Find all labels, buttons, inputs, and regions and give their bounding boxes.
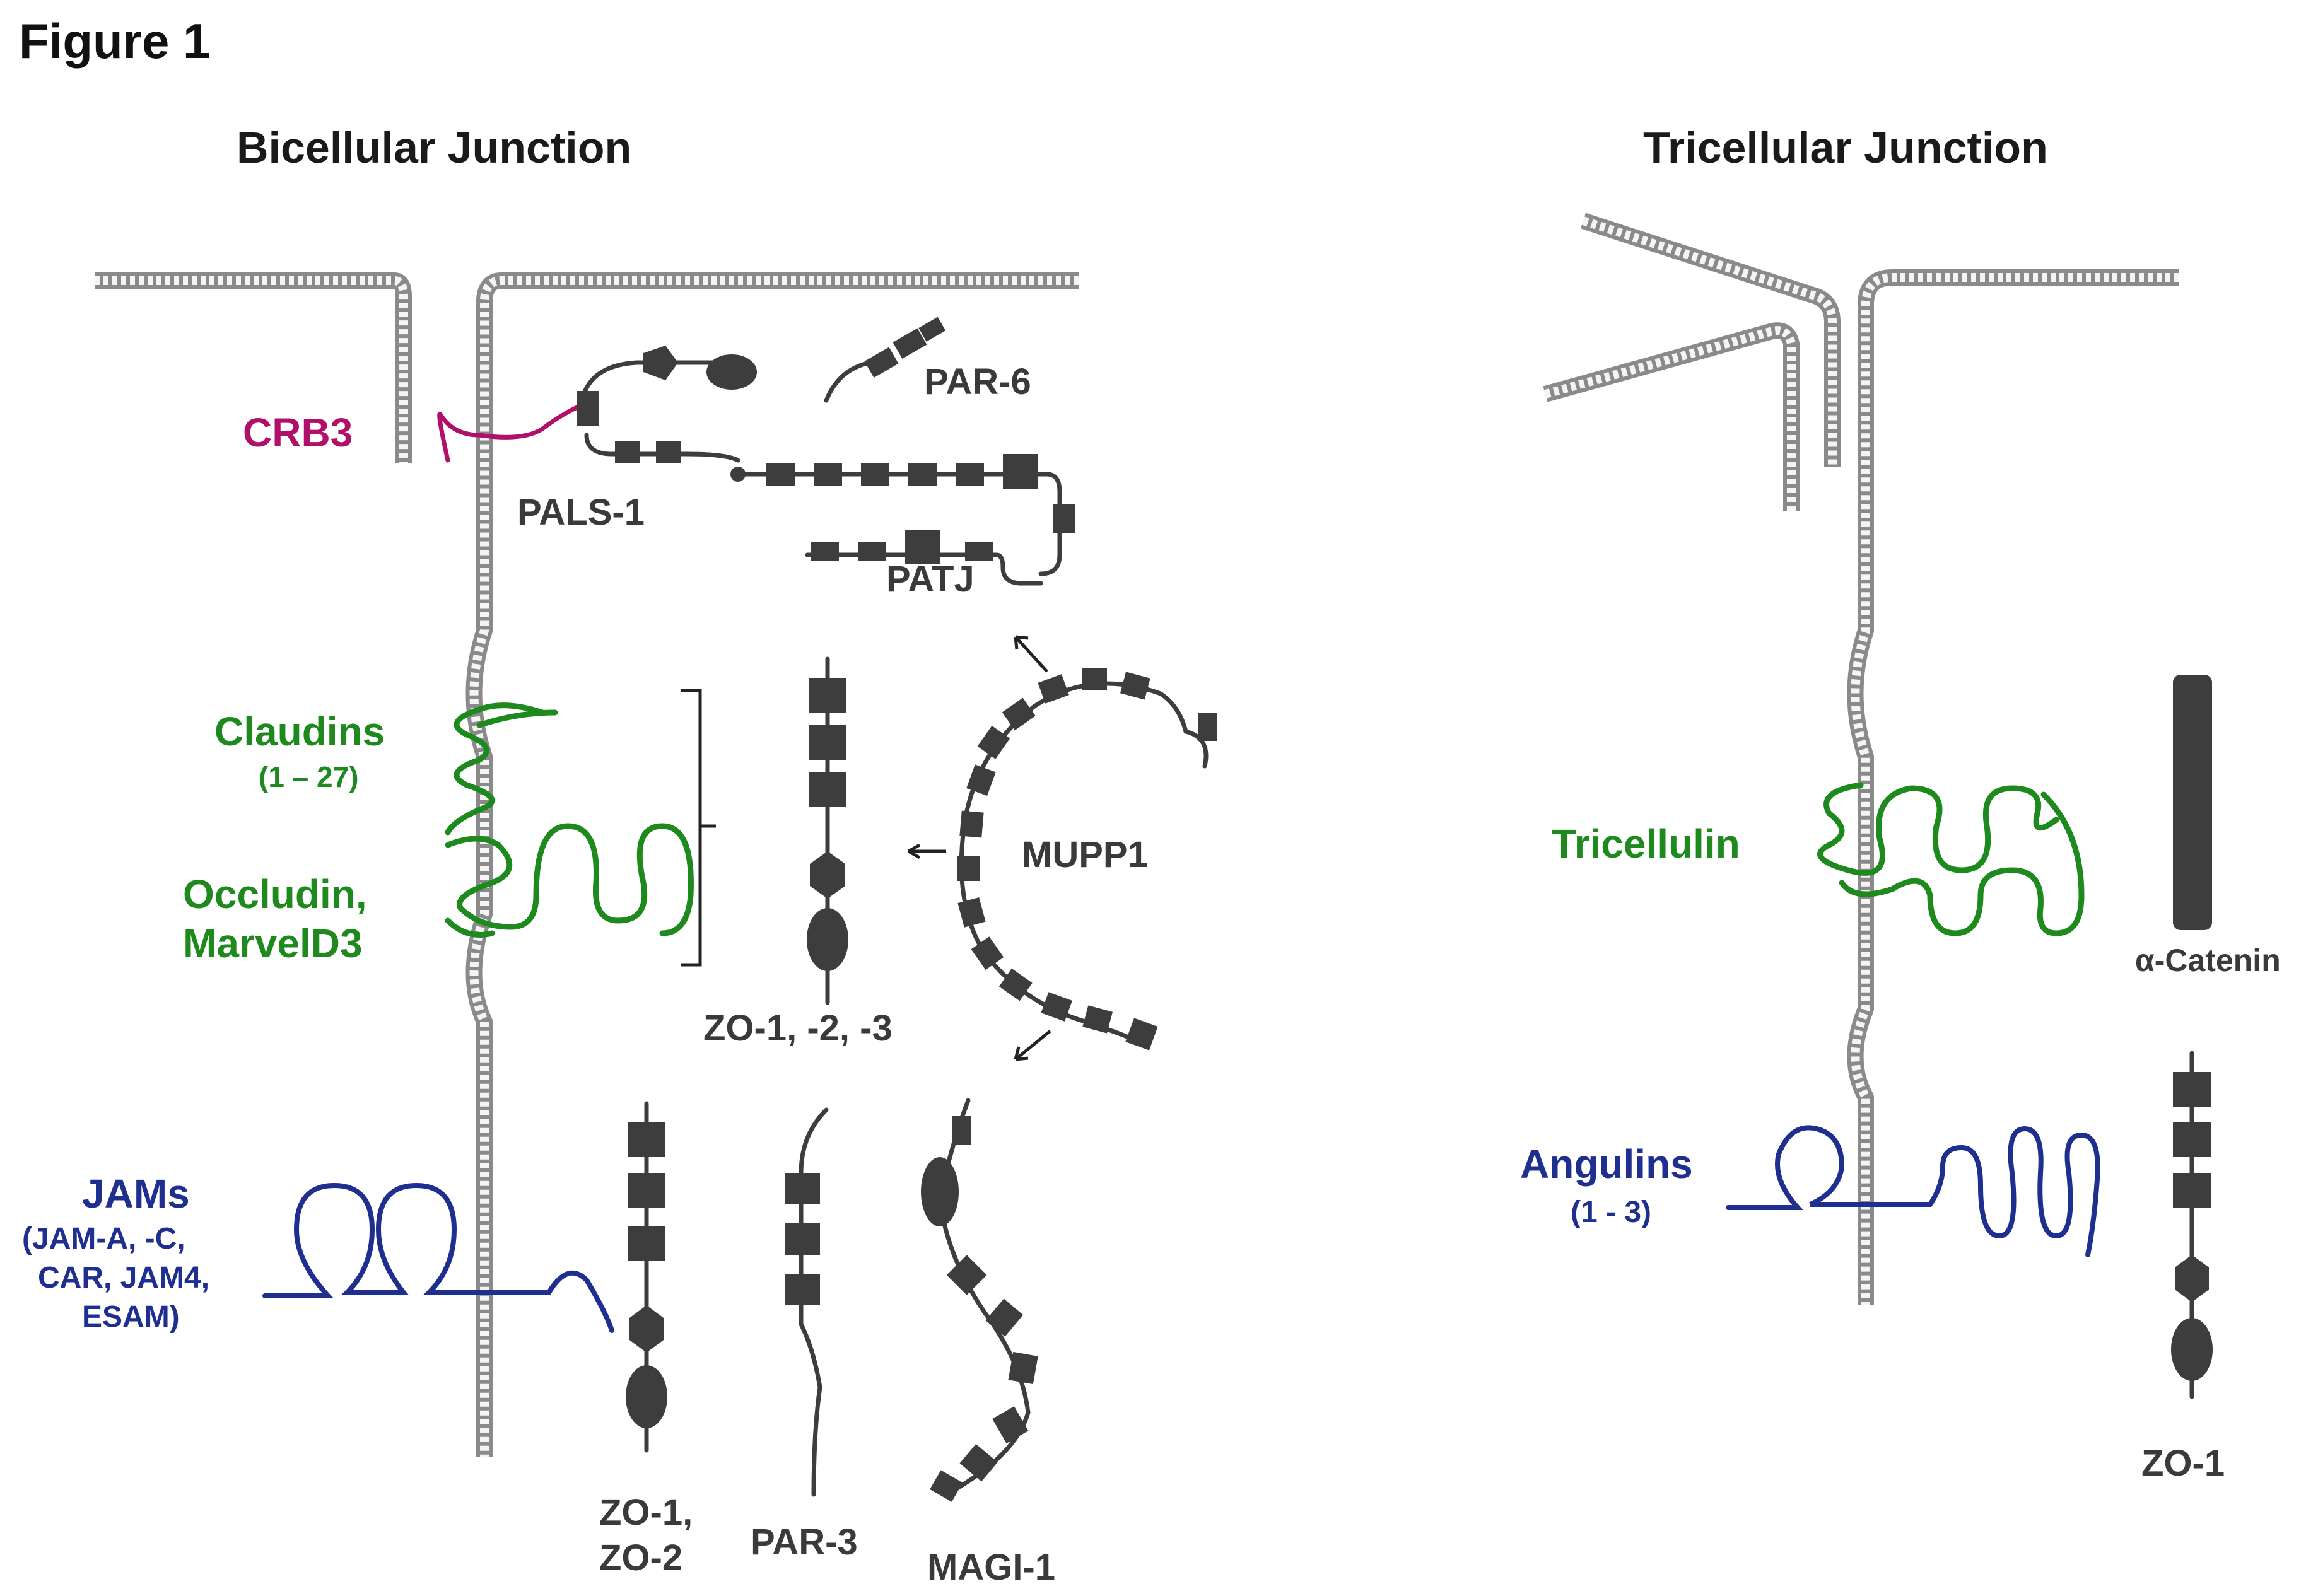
tricellular-title: Tricellular Junction bbox=[1643, 123, 2048, 172]
magi1-label: MAGI-1 bbox=[927, 1547, 1055, 1588]
magi1-protein bbox=[921, 1098, 1038, 1502]
bracket bbox=[681, 689, 716, 967]
marveld3-label: MarvelD3 bbox=[183, 921, 363, 966]
zo1-zo2-protein bbox=[626, 1101, 667, 1453]
claudins-protein bbox=[445, 702, 558, 836]
mupp1-arrows bbox=[907, 635, 1051, 1061]
par3-label: PAR-3 bbox=[751, 1522, 858, 1563]
zo1-zo2-label-1: ZO-1, bbox=[599, 1492, 693, 1533]
angulins-label: Angulins bbox=[1520, 1141, 1693, 1187]
jams-member-1: (JAM-A, -C, bbox=[22, 1222, 185, 1255]
angulins-protein bbox=[1726, 1125, 2100, 1257]
mupp1-label: MUPP1 bbox=[1022, 834, 1148, 875]
jams-protein bbox=[262, 1182, 614, 1333]
bicellular-membrane bbox=[95, 272, 1079, 1457]
jams-member-2: CAR, JAM4, bbox=[38, 1261, 209, 1295]
pals1-label: PALS-1 bbox=[517, 492, 645, 533]
alpha-catenin-label: α-Catenin bbox=[2135, 943, 2281, 978]
par6-protein bbox=[824, 317, 946, 403]
jams-member-3: ESAM) bbox=[82, 1300, 180, 1334]
zo1-protein bbox=[2171, 1051, 2213, 1399]
bicellular-title: Bicellular Junction bbox=[237, 123, 631, 172]
tricellulin-label: Tricellulin bbox=[1552, 821, 1740, 866]
patj-protein bbox=[730, 454, 1075, 586]
patj-label: PATJ bbox=[886, 559, 975, 600]
mupp1-protein bbox=[957, 668, 1217, 1051]
crb3-label: CRB3 bbox=[243, 410, 353, 455]
jams-label: JAMs bbox=[82, 1171, 190, 1216]
zo1-zo2-label-2: ZO-2 bbox=[599, 1537, 682, 1578]
claudins-range: (1 – 27) bbox=[259, 760, 359, 793]
par3-protein bbox=[785, 1107, 829, 1497]
occludin-label: Occludin, bbox=[183, 871, 367, 917]
figure-title: Figure 1 bbox=[19, 13, 210, 69]
crb3-protein bbox=[437, 401, 589, 463]
angulins-range: (1 - 3) bbox=[1571, 1196, 1651, 1229]
tricellular-membrane bbox=[1543, 213, 2179, 1305]
pals1-protein bbox=[577, 346, 757, 463]
claudins-label: Claudins bbox=[214, 709, 385, 754]
occludin-marveld3-protein bbox=[445, 823, 694, 938]
zo1-label: ZO-1 bbox=[2141, 1443, 2225, 1484]
tricellulin-protein bbox=[1817, 782, 2085, 936]
alpha-catenin-protein bbox=[2173, 675, 2212, 930]
par6-label: PAR-6 bbox=[924, 361, 1031, 402]
zo123-protein bbox=[807, 656, 848, 1005]
zo123-label: ZO-1, -2, -3 bbox=[703, 1008, 893, 1049]
